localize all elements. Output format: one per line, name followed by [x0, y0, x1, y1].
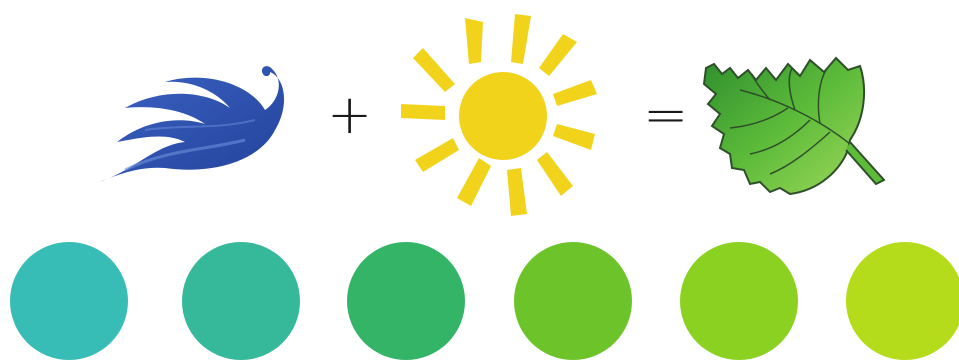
- plus-operator: +: [327, 88, 372, 142]
- color-mixing-equation: + =: [0, 0, 959, 230]
- swatch-5: [680, 242, 798, 360]
- leaf-icon: [700, 50, 890, 200]
- color-swatch-row: [0, 240, 959, 360]
- swatch-3: [347, 242, 465, 360]
- swatch-6: [846, 242, 959, 360]
- swatch-1: [10, 242, 128, 360]
- swatch-2: [182, 242, 300, 360]
- sun-icon: [395, 10, 620, 220]
- equals-operator: =: [643, 88, 688, 142]
- swatch-4: [514, 242, 632, 360]
- wave-icon: [95, 50, 320, 190]
